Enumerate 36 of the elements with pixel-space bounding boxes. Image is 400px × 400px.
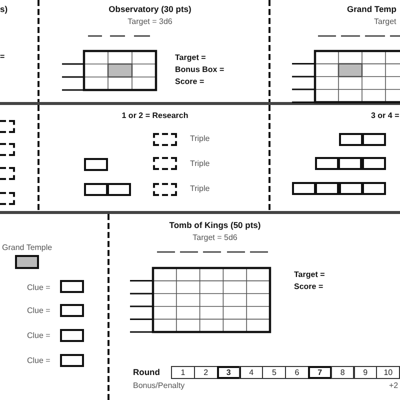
label-text: Triple: [190, 184, 210, 194]
label-text: Triple: [190, 134, 210, 144]
round-number: 9: [353, 366, 378, 379]
target-text: Target = 5d6: [192, 233, 238, 243]
label-text: Bonus/Penalty: [133, 381, 185, 391]
label-text: =: [0, 52, 5, 62]
round-number: 6: [285, 366, 309, 379]
label-text: +2: [389, 381, 398, 391]
target-text: Target: [374, 17, 396, 27]
round-number: 5: [262, 366, 286, 379]
target-text: Target = 3d6: [128, 17, 172, 27]
label-text: Grand Temple: [2, 243, 52, 253]
round-number: 1: [171, 366, 195, 379]
round-number: 2: [194, 366, 218, 379]
label-text: Clue =: [27, 356, 50, 366]
label-text: Round: [133, 367, 160, 377]
section-heading: Tomb of Kings (50 pts): [169, 220, 261, 230]
section-heading: 3 or 4 =: [371, 111, 400, 121]
round-number: 3: [216, 366, 241, 379]
label-text: Bonus Box =: [175, 65, 224, 75]
label-text: Clue =: [27, 283, 50, 293]
section-heading: Grand Temp: [347, 4, 396, 14]
label-text: Target =: [175, 53, 206, 63]
section-heading: 1 or 2 = Research: [122, 111, 188, 121]
round-number: 10: [376, 366, 400, 379]
round-number: 7: [308, 366, 332, 379]
label-text: Score =: [294, 282, 324, 292]
round-number: 8: [330, 366, 355, 379]
section-heading: s): [0, 4, 8, 14]
label-text: Target =: [294, 270, 325, 280]
label-text: Clue =: [27, 306, 50, 316]
label-text: Clue =: [27, 331, 50, 341]
section-heading: Observatory (30 pts): [108, 4, 192, 14]
label-text: Triple: [190, 159, 210, 169]
round-number: 4: [239, 366, 264, 379]
label-text: Score =: [175, 77, 204, 87]
